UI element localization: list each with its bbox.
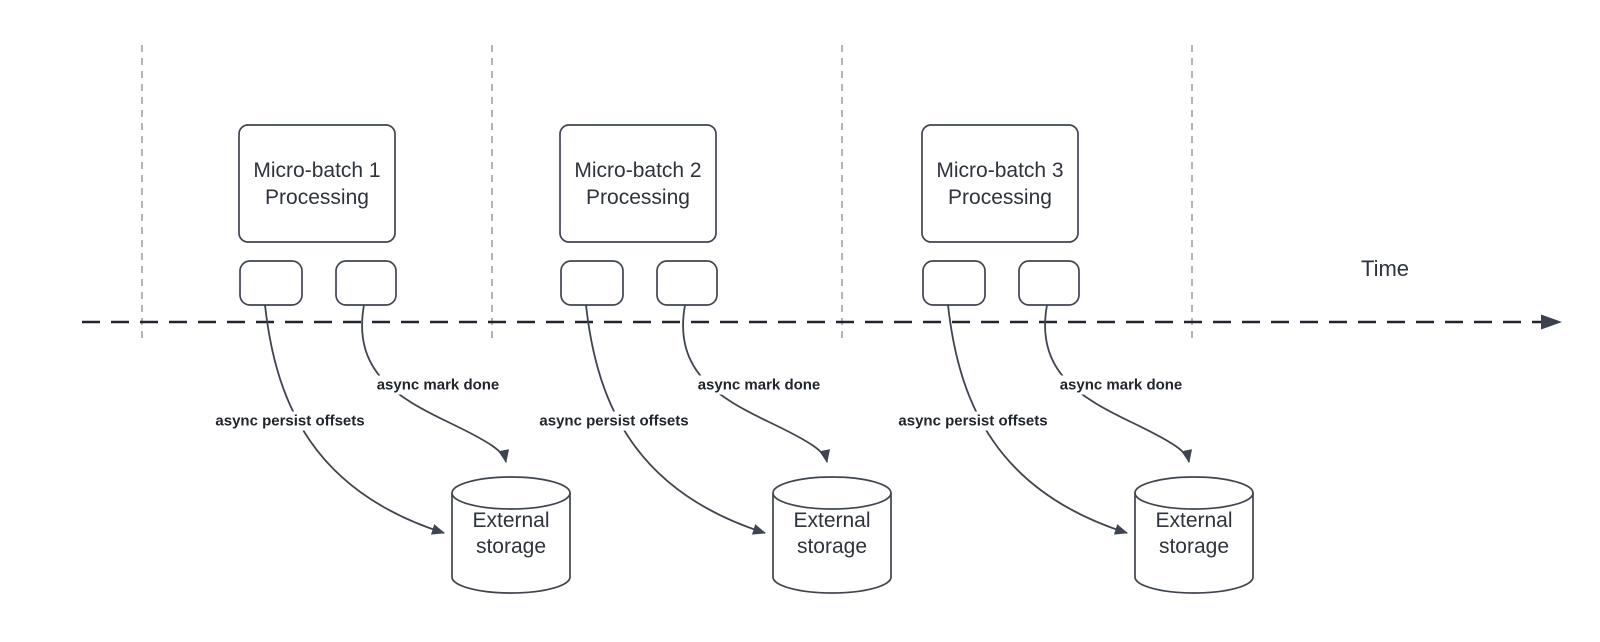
micro-batch-title-line1: Micro-batch 3 (936, 158, 1064, 182)
cylinder-rim (451, 492, 571, 510)
micro-batch-2-label: Micro-batch 2 Processing (560, 125, 716, 242)
micro-batch-1-box (238, 124, 396, 243)
persist-offsets-task-box (560, 260, 624, 306)
micro-batch-1-label: Micro-batch 1 Processing (239, 125, 395, 242)
mark-done-arrow (682, 304, 831, 463)
mark-done-task-box (335, 260, 397, 306)
mark-done-task-box (656, 260, 718, 306)
persist-offsets-label: async persist offsets (212, 411, 368, 431)
external-storage-label: External storage (1155, 508, 1232, 560)
persist-offsets-task-box (239, 260, 303, 306)
micro-batch-title-line1: Micro-batch 1 (253, 158, 381, 182)
micro-batch-title-line2: Processing (948, 185, 1052, 209)
persist-offsets-arrow (947, 304, 1128, 535)
storage-label-line1: External (1155, 509, 1233, 532)
mark-done-task-box (1018, 260, 1080, 306)
micro-batch-title-line1: Micro-batch 2 (574, 158, 702, 182)
mark-done-arrow (361, 304, 510, 463)
persist-offsets-arrow (264, 304, 445, 535)
mark-done-label: async mark done (694, 375, 824, 395)
mark-done-label: async mark done (1056, 375, 1186, 395)
persist-offsets-task-box (922, 260, 986, 306)
storage-label-line1: External (793, 509, 871, 532)
storage-label-line1: External (472, 509, 550, 532)
storage-label-line2: storage (796, 535, 868, 558)
external-storage-cylinder (451, 476, 571, 594)
micro-batch-3-label: Micro-batch 3 Processing (922, 125, 1078, 242)
persist-offsets-arrow (585, 304, 766, 535)
time-axis-label: Time (1360, 256, 1410, 281)
micro-batch-2-box (559, 124, 717, 243)
mark-done-arrow (1044, 304, 1193, 463)
micro-batch-title-line2: Processing (586, 185, 690, 209)
cylinder-rim (772, 492, 892, 510)
storage-label-line2: storage (1158, 535, 1230, 558)
persist-offsets-label: async persist offsets (536, 411, 692, 431)
external-storage-cylinder (772, 476, 892, 594)
micro-batch-title-line2: Processing (265, 185, 369, 209)
external-storage-cylinder (1134, 476, 1254, 594)
external-storage-label: External storage (472, 508, 549, 560)
mark-done-label: async mark done (373, 375, 503, 395)
storage-label-line2: storage (475, 535, 547, 558)
external-storage-label: External storage (793, 508, 870, 560)
cylinder-rim (1134, 492, 1254, 510)
persist-offsets-label: async persist offsets (895, 411, 1051, 431)
micro-batch-3-box (921, 124, 1079, 243)
